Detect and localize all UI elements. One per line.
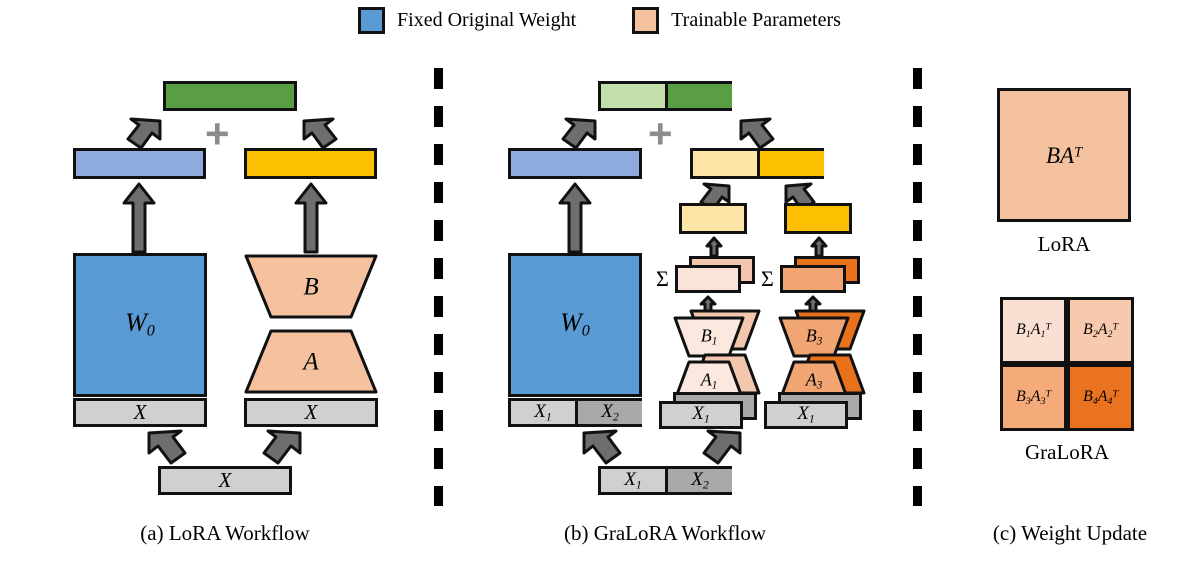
panel-a-arrow-frozen-to-output — [122, 117, 164, 152]
square-swatch-icon — [632, 6, 660, 34]
panel-b-sum-left-front — [675, 265, 741, 293]
panel-b-x-under-w0-left: X1 — [511, 401, 575, 424]
panel-b-b1-trapezoid: B1 — [673, 316, 745, 358]
panel-a-a-label: A — [303, 348, 319, 375]
panel-c-gralora-cell-2: B2A2T — [1067, 297, 1134, 364]
panel-c-gralora-cell-3: B3A3T — [1000, 364, 1067, 431]
panel-b-output-left-half — [601, 84, 665, 108]
caption-panel-a: (a) LoRA Workflow — [140, 521, 310, 545]
legend-label: Trainable Parameters — [671, 8, 841, 31]
panel-b-b3-trapezoid: B3 — [778, 316, 850, 358]
panel-c-gralora-cell-3-label: B3A3T — [1016, 387, 1051, 407]
panel-b-lora-output-right-half — [757, 151, 824, 176]
panel-b-a3-label: A3 — [805, 369, 823, 392]
panel-b-x-under-w0-right: X2 — [575, 401, 642, 424]
panel-b-b1-label: B1 — [700, 325, 718, 348]
panel-divider-b-c — [913, 68, 922, 506]
panel-a-arrow-input-to-left — [145, 429, 189, 467]
panel-b-frozen-output-bar — [508, 148, 642, 179]
panel-c-lora-caption: LoRA — [1037, 232, 1091, 256]
panel-a-x-input: X — [158, 466, 292, 495]
panel-a-lora-output-bar — [244, 148, 377, 179]
panel-b-x-input-right: X2 — [665, 469, 732, 492]
panel-a-b-trapezoid: B — [244, 253, 378, 320]
panel-b-x-stack-right-label: X1 — [797, 403, 815, 426]
panel-c-lora-label: BAT — [1045, 142, 1083, 168]
panel-a-output-bar — [163, 81, 297, 111]
panel-b-b3-label: B3 — [805, 325, 823, 348]
panel-a-x-left-label: X — [133, 400, 147, 424]
panel-a-x-right: X — [244, 398, 378, 427]
panel-b-sigma-right: Σ — [761, 266, 774, 291]
panel-b-arrow-input-to-w0 — [580, 429, 624, 467]
panel-b-arrow-input-to-blocks — [700, 429, 744, 467]
legend: Fixed Original Weight Trainable Paramete… — [0, 4, 1199, 36]
panel-b-arrow-sum-left-up — [705, 236, 723, 258]
panel-c-gralora-cell-1: B1A1T — [1000, 297, 1067, 364]
panel-a-arrow-input-to-right — [260, 429, 304, 467]
panel-b-plus-symbol: + — [648, 110, 673, 157]
panel-b-arrow-frozen-to-output — [557, 117, 599, 152]
panel-b-sigma-left: Σ — [656, 266, 669, 291]
caption-panel-c: (c) Weight Update — [992, 521, 1148, 545]
panel-divider-a-b — [434, 68, 443, 506]
caption-panel-b: (b) GraLoRA Workflow — [563, 521, 767, 545]
panel-b-mid-bar-left — [679, 203, 747, 234]
panel-a-x-left: X — [73, 398, 207, 427]
panel-c-gralora-caption: GraLoRA — [1025, 440, 1109, 464]
square-swatch-icon — [358, 6, 386, 34]
panel-c-gralora-cell-2-label: B2A2T — [1083, 320, 1118, 340]
panel-b-x-stack-right-front: X1 — [764, 401, 848, 429]
panel-b-w0-label: W0 — [560, 308, 590, 340]
panel-c-gralora-cell-4-label: B4A4T — [1083, 387, 1118, 407]
panel-a-arrow-lora-to-output — [300, 117, 342, 152]
panel-a-w0-label: W0 — [125, 308, 155, 340]
panel-b-x-under-w0: X1 X2 — [508, 398, 642, 427]
panel-a-w0-matrix: W0 — [73, 253, 207, 397]
panel-a-a-trapezoid: A — [244, 328, 378, 395]
panel-b-arrow-lora-to-output — [737, 117, 779, 152]
panel-b-output-bar — [598, 81, 732, 111]
legend-item-fixed-original-weight: Fixed Original Weight — [358, 6, 577, 34]
panel-b-x-input: X1 X2 — [598, 466, 732, 495]
panel-b-output-right-half — [665, 84, 732, 108]
panel-a-arrow-w0-up — [122, 182, 156, 254]
panel-b-lora-output-left-half — [693, 151, 757, 176]
panel-a-frozen-output-bar — [73, 148, 206, 179]
panel-b-lora-output-bar — [690, 148, 824, 179]
panel-b-w0-matrix: W0 — [508, 253, 642, 397]
panel-c-lora-matrix: BAT — [997, 88, 1131, 222]
panel-c-gralora-cell-1-label: B1A1T — [1016, 320, 1051, 340]
panel-a-x-right-label: X — [304, 400, 318, 424]
panel-b-x-input-left: X1 — [601, 469, 665, 492]
panel-b-mid-bar-right — [784, 203, 852, 234]
panel-b-sum-right-front — [780, 265, 846, 293]
panel-a-plus-symbol: + — [205, 110, 230, 157]
panel-b-x-stack-mid-front: X1 — [659, 401, 743, 429]
panel-a-arrow-b-up — [294, 182, 328, 254]
panel-c-gralora-cell-4: B4A4T — [1067, 364, 1134, 431]
panel-b-arrow-sum-right-up — [810, 236, 828, 258]
panel-a-b-label: B — [303, 273, 319, 300]
legend-item-trainable-parameters: Trainable Parameters — [632, 6, 841, 34]
panel-b-arrow-w0-up — [558, 182, 592, 254]
panel-a-x-input-label: X — [218, 468, 232, 492]
panel-b-x-stack-mid-label: X1 — [692, 403, 710, 426]
panel-b-a1-label: A1 — [700, 369, 718, 392]
legend-label: Fixed Original Weight — [397, 8, 577, 31]
